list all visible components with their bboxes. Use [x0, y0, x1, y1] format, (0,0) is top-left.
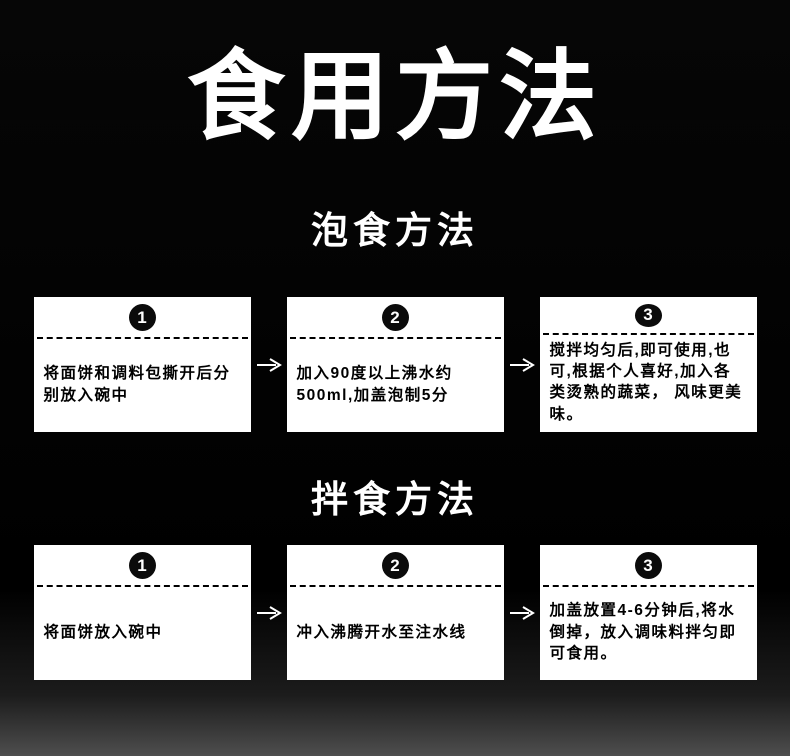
- section-heading-soak: 泡食方法: [311, 210, 479, 251]
- step-number-badge: 2: [381, 304, 409, 331]
- step-card: 3 搅拌均匀后,即可使用,也可,根据个人喜好,加入各类烫熟的蔬菜， 风味更美味。: [539, 297, 757, 432]
- step-card: 3 加盖放置4-6分钟后,将水倒掉，放入调味料拌匀即可食用。: [539, 545, 757, 680]
- step-card: 2 加入90度以上沸水约500ml,加盖泡制5分: [286, 297, 504, 432]
- arrow-right-icon: [256, 357, 282, 372]
- steps-row-mix: 1 将面饼放入碗中 2 冲入沸腾开水至注水线 3 加盖放置4-6分钟后,将水倒掉…: [0, 545, 790, 680]
- arrow-right-icon: [509, 357, 535, 372]
- step-text: 搅拌均匀后,即可使用,也可,根据个人喜好,加入各类烫熟的蔬菜， 风味更美味。: [549, 341, 743, 423]
- step-text: 将面饼放入碗中: [43, 623, 163, 641]
- page-title: 食用方法: [186, 41, 603, 151]
- step-card: 2 冲入沸腾开水至注水线: [286, 545, 504, 680]
- step-card: 1 将面饼放入碗中: [33, 545, 251, 680]
- dashed-divider: [36, 585, 248, 587]
- arrow-right-icon: [509, 605, 535, 620]
- dashed-divider: [542, 585, 754, 587]
- step-number-badge: 1: [128, 304, 156, 331]
- step-card: 1 将面饼和调料包撕开后分别放入碗中: [33, 297, 251, 432]
- step-number-badge: 1: [128, 552, 156, 579]
- step-number-badge: 3: [634, 552, 662, 579]
- step-text: 加盖放置4-6分钟后,将水倒掉，放入调味料拌匀即可食用。: [549, 602, 737, 663]
- dashed-divider: [542, 332, 754, 335]
- section-heading-mix: 拌食方法: [311, 479, 479, 520]
- dashed-divider: [289, 337, 501, 339]
- step-text: 冲入沸腾开水至注水线: [296, 623, 467, 641]
- dashed-divider: [289, 585, 501, 587]
- step-text: 加入90度以上沸水约500ml,加盖泡制5分: [296, 365, 453, 404]
- dashed-divider: [36, 337, 248, 339]
- step-text: 将面饼和调料包撕开后分别放入碗中: [43, 365, 231, 404]
- steps-row-soak: 1 将面饼和调料包撕开后分别放入碗中 2 加入90度以上沸水约500ml,加盖泡…: [0, 297, 790, 432]
- step-number-badge: 2: [381, 552, 409, 579]
- arrow-right-icon: [256, 605, 282, 620]
- step-number-badge: 3: [634, 304, 662, 327]
